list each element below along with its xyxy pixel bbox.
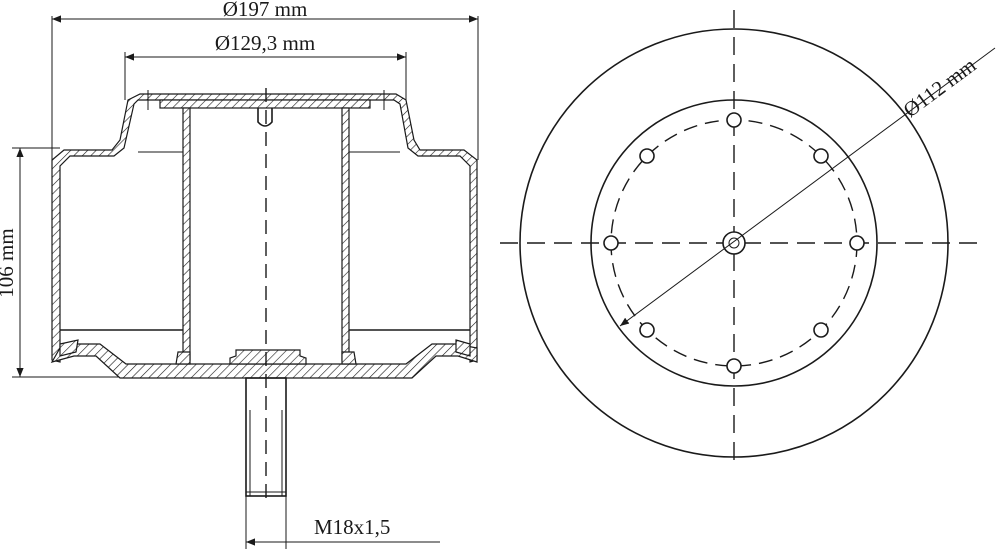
inner-diameter-label: Ø129,3 mm [215, 31, 315, 55]
bottom-seal-right [455, 339, 471, 357]
bolt-hole [603, 235, 619, 251]
center-hole-inner [728, 237, 740, 249]
bolt-holes [603, 112, 865, 374]
bolt-hole [726, 112, 742, 128]
outer-diameter-dimension: Ø197 mm [51, 0, 479, 160]
bottom-base-plate [50, 343, 478, 379]
bolt-hole [639, 322, 655, 338]
cylinder-foot-right [341, 351, 357, 365]
height-dimension: 106 mm [0, 147, 120, 378]
plan-view: Ø112 mm [500, 10, 996, 462]
outer-diameter-label: Ø197 mm [223, 0, 308, 21]
bolt-circle-dimension: Ø112 mm [619, 47, 996, 327]
bolt-hole [813, 322, 829, 338]
inner-cylinder-right-wall [341, 107, 350, 361]
bottom-seal-left [59, 339, 79, 357]
height-label: 106 mm [0, 228, 18, 297]
thread-label: M18x1,5 [314, 515, 390, 539]
outer-shell [51, 93, 478, 363]
cylinder-foot-left [175, 351, 191, 365]
bolt-hole [813, 148, 829, 164]
center-nut [229, 349, 307, 365]
threaded-stud [245, 377, 287, 497]
bolt-hole [639, 148, 655, 164]
side-section-view: Ø197 mm Ø129,3 mm 106 mm [0, 0, 479, 549]
top-plate-boss [257, 108, 273, 127]
inner-diameter-dimension: Ø129,3 mm [124, 31, 407, 100]
inner-cylinder-left-wall [182, 107, 191, 361]
thread-dimension: M18x1,5 [245, 496, 440, 549]
bolt-hole [726, 358, 742, 374]
bolt-circle-label: Ø112 mm [899, 53, 981, 122]
top-plate [159, 99, 371, 109]
bolt-hole [849, 235, 865, 251]
